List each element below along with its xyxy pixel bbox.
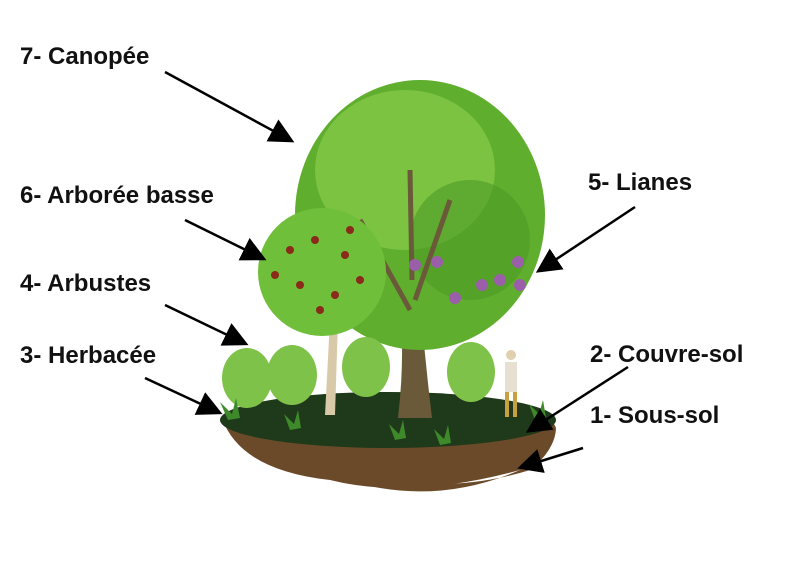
arrow-arbustes: [164, 303, 249, 346]
label-herbacee: 3- Herbacée: [20, 342, 157, 369]
label-arboree-basse: 6- Arborée basse: [20, 182, 214, 209]
arrow-canopee: [164, 70, 295, 143]
ground-island: [220, 392, 556, 492]
low-fruit-tree: [258, 208, 386, 415]
gardener-figure: [505, 350, 517, 417]
arrow-arboree-basse: [184, 218, 267, 261]
arrow-sous-sol: [517, 446, 584, 473]
grape-vines: [409, 256, 526, 304]
label-canopee: 7- Canopée: [20, 43, 150, 70]
arrow-herbacee: [144, 376, 223, 415]
label-arbustes: 4- Arbustes: [20, 270, 152, 297]
arrow-couvre-sol: [525, 365, 629, 433]
arrow-lianes: [535, 205, 636, 273]
label-arrows: [144, 70, 636, 473]
label-couvre-sol: 2- Couvre-sol: [590, 341, 744, 368]
label-lianes: 5- Lianes: [588, 169, 693, 196]
shrubs: [222, 337, 495, 408]
label-sous-sol: 1- Sous-sol: [590, 402, 720, 429]
